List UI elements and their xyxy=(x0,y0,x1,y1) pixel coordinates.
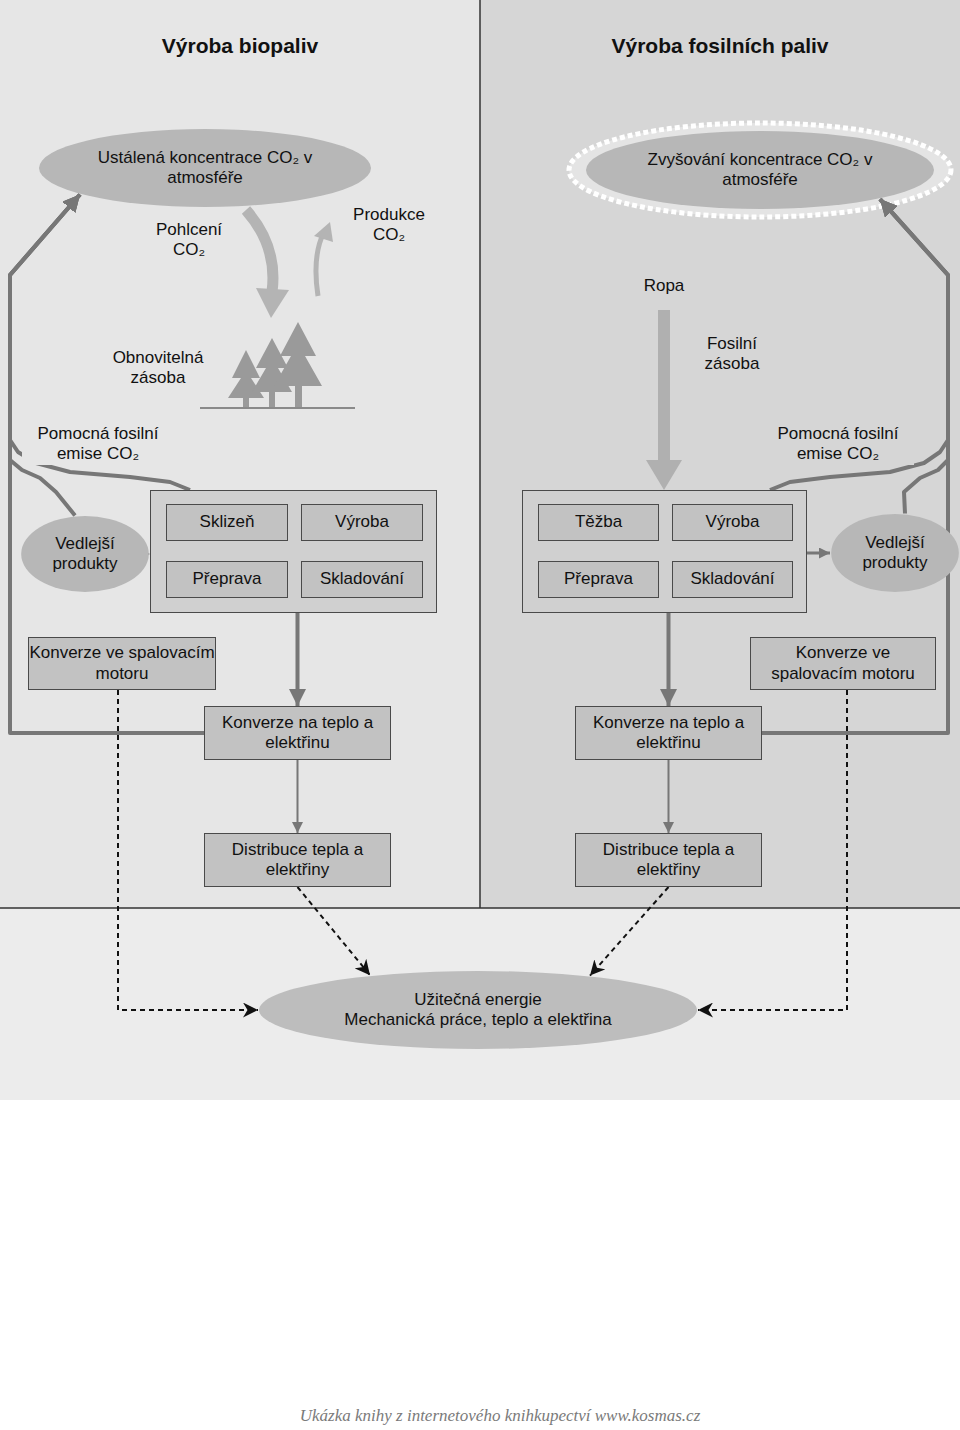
node-text: Distribuce tepla a elektřiny xyxy=(576,840,761,881)
node-text: Výroba xyxy=(706,512,760,532)
node-text: Vedlejší produkty xyxy=(35,534,135,575)
panel-heading: Výroba fosilních paliv xyxy=(611,33,828,58)
ellipse-shape xyxy=(21,516,149,592)
ellipse-node: Užitečná energieMechanická práce, teplo … xyxy=(258,970,698,1050)
node-text: Skladování xyxy=(690,569,774,589)
divider xyxy=(0,907,960,909)
ellipse-node: Ustálená koncentrace CO₂ v atmosféře xyxy=(38,128,372,208)
ellipse-node: Zvyšování koncentrace CO₂ v atmosféře xyxy=(585,130,935,210)
process-box: Distribuce tepla a elektřiny xyxy=(204,833,391,887)
connector xyxy=(590,887,669,976)
ellipse-shape xyxy=(39,129,371,207)
node-text: Zvyšování koncentrace CO₂ v atmosféře xyxy=(648,150,873,191)
connector xyxy=(770,199,948,490)
process-group: Sklizeň VýrobaPřeprava Skladování xyxy=(150,490,437,613)
process-box: Konverze ve spalovacím motoru xyxy=(750,637,936,690)
bottom-band xyxy=(0,908,960,1100)
process-box: Konverze na teplo a elektřinu xyxy=(204,706,391,760)
process-box: Konverze ve spalovacím motoru xyxy=(28,637,216,690)
annotation: Pomocná fosilní emise CO₂ xyxy=(22,424,174,465)
connector xyxy=(297,760,299,833)
node-text: Vedlejší produkty xyxy=(845,533,945,574)
connector xyxy=(10,195,190,490)
node-text: Těžba xyxy=(575,512,622,532)
annotation: Pomocná fosilní emise CO₂ xyxy=(762,424,914,465)
annotation: Fosilní zásoba xyxy=(688,334,776,375)
process-box: Konverze na teplo a elektřinu xyxy=(575,706,762,760)
process-box: Výroba xyxy=(301,504,423,541)
process-box: Přeprava xyxy=(166,561,288,598)
node-text: Skladování xyxy=(320,569,404,589)
annotation: Pohlcení CO₂ xyxy=(143,220,235,261)
ellipse-node: Vedlejší produkty xyxy=(830,513,960,593)
left-panel-ground xyxy=(0,0,480,908)
node-text: Ustálená koncentrace CO₂ v atmosféře xyxy=(98,148,313,189)
watermark: Ukázka knihy z internetového knihkupectv… xyxy=(180,1406,820,1426)
node-text: Přeprava xyxy=(564,569,633,589)
process-box: Výroba xyxy=(672,504,793,541)
annotation: Produkce CO₂ xyxy=(340,205,438,246)
node-text: Konverze na teplo a elektřinu xyxy=(576,713,761,754)
ground-line xyxy=(200,407,355,409)
ellipse-node: Vedlejší produkty xyxy=(20,515,150,593)
connector xyxy=(668,760,670,833)
node-text: Mechanická práce, teplo a elektřina xyxy=(344,1010,611,1030)
connector xyxy=(667,613,671,706)
absorb-arrow xyxy=(246,210,273,292)
process-box: Distribuce tepla a elektřiny xyxy=(575,833,762,887)
node-text: Přeprava xyxy=(193,569,262,589)
connector xyxy=(807,552,830,555)
node-text: Konverze ve spalovacím motoru xyxy=(751,643,935,684)
annotation: Ropa xyxy=(632,276,696,296)
panel: Výroba fosilních palivZvyšování koncentr… xyxy=(480,0,960,908)
node-text: Užitečná energie xyxy=(414,990,542,1010)
right-panel-ground xyxy=(480,0,960,908)
process-box: Přeprava xyxy=(538,561,659,598)
trees xyxy=(228,322,322,408)
node-text: Výroba xyxy=(335,512,389,532)
process-box: Sklizeň xyxy=(166,504,288,541)
absorb-arrowhead xyxy=(256,288,289,318)
emit-arrowhead xyxy=(314,222,333,242)
panel-heading: Výroba biopaliv xyxy=(162,33,318,58)
connector xyxy=(296,613,300,706)
oil-arrow xyxy=(658,310,670,462)
ellipse-shape xyxy=(259,971,697,1049)
divider xyxy=(479,0,481,908)
node-text: Distribuce tepla a elektřiny xyxy=(205,840,390,881)
ellipse-shape xyxy=(586,131,934,209)
node-text: Sklizeň xyxy=(200,512,255,532)
oil-arrowhead xyxy=(646,460,682,490)
halo xyxy=(569,123,951,217)
panel: Výroba biopalivUstálená koncentrace CO₂ … xyxy=(0,0,480,908)
emit-arrow xyxy=(316,232,324,296)
node-text: Konverze na teplo a elektřinu xyxy=(205,713,390,754)
process-group: Těžba VýrobaPřeprava Skladování xyxy=(522,490,807,613)
process-box: Skladování xyxy=(672,561,793,598)
process-box: Těžba xyxy=(538,504,659,541)
node-text: Konverze ve spalovacím motoru xyxy=(29,643,215,684)
annotation: Obnovitelná zásoba xyxy=(96,348,220,389)
connector xyxy=(298,887,371,975)
ellipse-shape xyxy=(831,514,959,592)
process-box: Skladování xyxy=(301,561,423,598)
